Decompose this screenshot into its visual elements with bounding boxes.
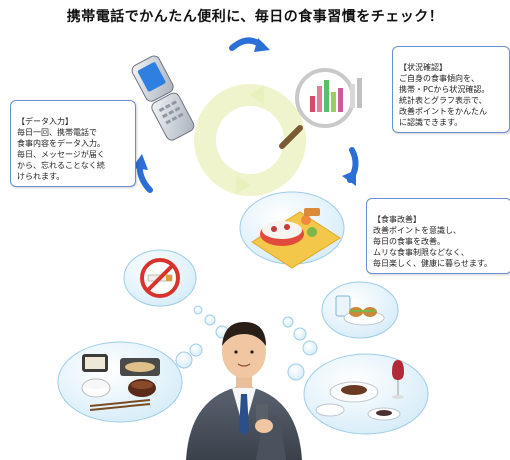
callout-diet-improvement: 【食事改善】改善ポイントを意識し、 毎日の食事を改善。 ムリな食事制限などなく、…	[366, 198, 510, 274]
callout-diet-improvement-heading: 【食事改善】	[373, 215, 421, 224]
callout-data-input-heading: 【データ入力】	[17, 117, 73, 126]
businessman-figure	[186, 322, 302, 460]
callout-status-check-heading: 【状況確認】	[399, 63, 447, 72]
callout-status-check: 【状況確認】ご自身の食事傾向を、 携帯・PCから状況確認。 統計表とグラフ表示で…	[392, 46, 510, 133]
picnic-food-icon	[239, 191, 345, 269]
thought-dots	[175, 305, 318, 381]
cycle-ring-icon	[194, 84, 306, 196]
magnifier-chart-icon	[279, 68, 362, 149]
western-dinner-icon	[303, 353, 429, 435]
callout-data-input: 【データ入力】毎日一回、携帯電話で 食事内容をデータ入力。 毎日、メッセージが届…	[10, 100, 136, 187]
cycle-arrow-top-icon	[229, 37, 270, 52]
cycle-arrow-left-icon	[132, 154, 153, 193]
callout-status-check-body: ご自身の食事傾向を、 携帯・PCから状況確認。 統計表とグラフ表示で、 改善ポイ…	[399, 74, 490, 127]
mobile-phone-icon	[131, 55, 195, 141]
page-title: 携帯電話でかんたん便利に、毎日の食事習慣をチェック！	[66, 9, 444, 25]
callout-data-input-body: 毎日一回、携帯電話で 食事内容をデータ入力。 毎日、メッセージが届く から、忘れ…	[17, 128, 105, 181]
cafe-set-icon	[321, 281, 399, 339]
no-smoking-icon	[123, 249, 197, 307]
callout-diet-improvement-body: 改善ポイントを意識し、 毎日の食事を改善。 ムリな食事制限などなく、 毎日楽しく…	[373, 226, 493, 268]
cycle-arrow-right-icon	[342, 147, 359, 186]
japanese-meal-icon	[57, 341, 183, 423]
